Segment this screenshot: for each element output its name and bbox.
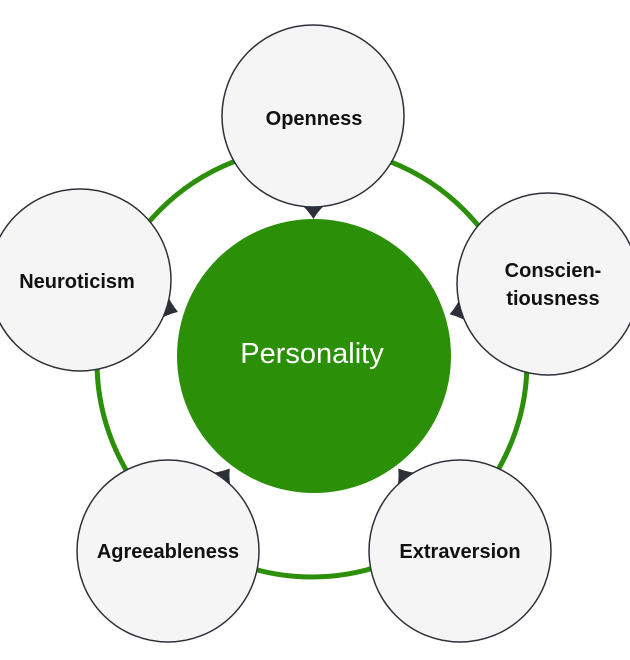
trait-node-conscientiousness: Conscien- tiousness	[456, 192, 630, 376]
center-circle	[177, 219, 451, 493]
trait-node-agreeableness: Agreeableness	[76, 459, 260, 643]
trait-label: Openness	[266, 108, 363, 130]
trait-label: tiousness	[506, 288, 599, 310]
trait-node-neuroticism: Neuroticism	[0, 188, 172, 372]
trait-label: Extraversion	[399, 541, 520, 563]
trait-node-extraversion: Extraversion	[368, 459, 552, 643]
trait-label: Agreeableness	[97, 541, 239, 563]
trait-node-openness: Openness	[221, 24, 405, 208]
trait-label: Conscien-	[505, 260, 602, 282]
trait-label: Neuroticism	[19, 271, 135, 293]
center-label: Personality	[240, 338, 384, 370]
